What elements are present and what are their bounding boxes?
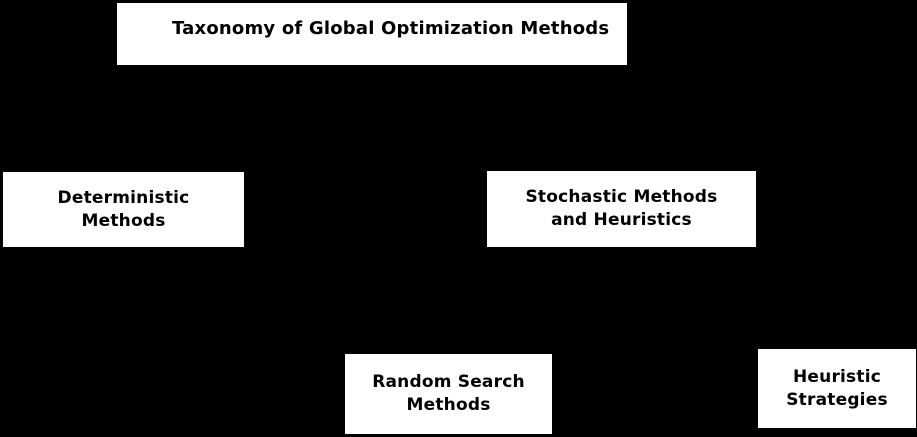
node-heuristic-line-1: Heuristic <box>792 366 882 387</box>
diagram-title: Taxonomy of Global Optimization Methods <box>172 18 610 39</box>
node-heuristic-line-2: Strategies <box>786 389 888 410</box>
node-deterministic-label: Deterministic Methods <box>58 187 190 233</box>
node-random-line-1: Random Search <box>372 372 525 392</box>
diagram-title-box: Taxonomy of Global Optimization Methods <box>116 2 628 66</box>
node-deterministic-line-1: Deterministic <box>57 187 190 208</box>
node-stochastic-label: Stochastic Methods and Heuristics <box>525 186 717 232</box>
node-random-search-methods: Random Search Methods <box>344 353 553 435</box>
node-stochastic-line-2: and Heuristics <box>551 210 692 230</box>
node-heuristic-strategies: Heuristic Strategies <box>757 348 917 429</box>
node-deterministic-methods: Deterministic Methods <box>2 171 245 248</box>
node-heuristic-label: Heuristic Strategies <box>786 366 888 412</box>
node-stochastic-line-1: Stochastic Methods <box>525 187 718 207</box>
node-stochastic-methods: Stochastic Methods and Heuristics <box>486 170 757 248</box>
node-random-label: Random Search Methods <box>372 371 525 417</box>
node-deterministic-line-2: Methods <box>81 210 166 231</box>
node-random-line-2: Methods <box>406 395 491 415</box>
